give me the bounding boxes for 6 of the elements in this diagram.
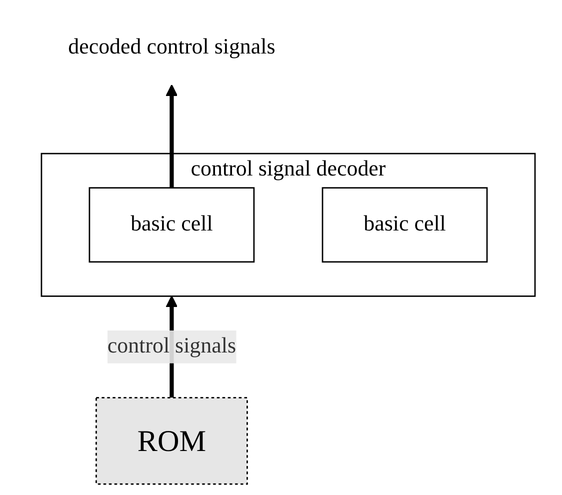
- edge-label: control signals: [107, 334, 236, 358]
- node-box: ROM: [96, 396, 248, 485]
- arrow: [166, 84, 178, 188]
- node-text: decoded control signals: [68, 36, 276, 59]
- node-box: basic cell: [88, 187, 255, 263]
- node-box: basic cell: [322, 187, 488, 263]
